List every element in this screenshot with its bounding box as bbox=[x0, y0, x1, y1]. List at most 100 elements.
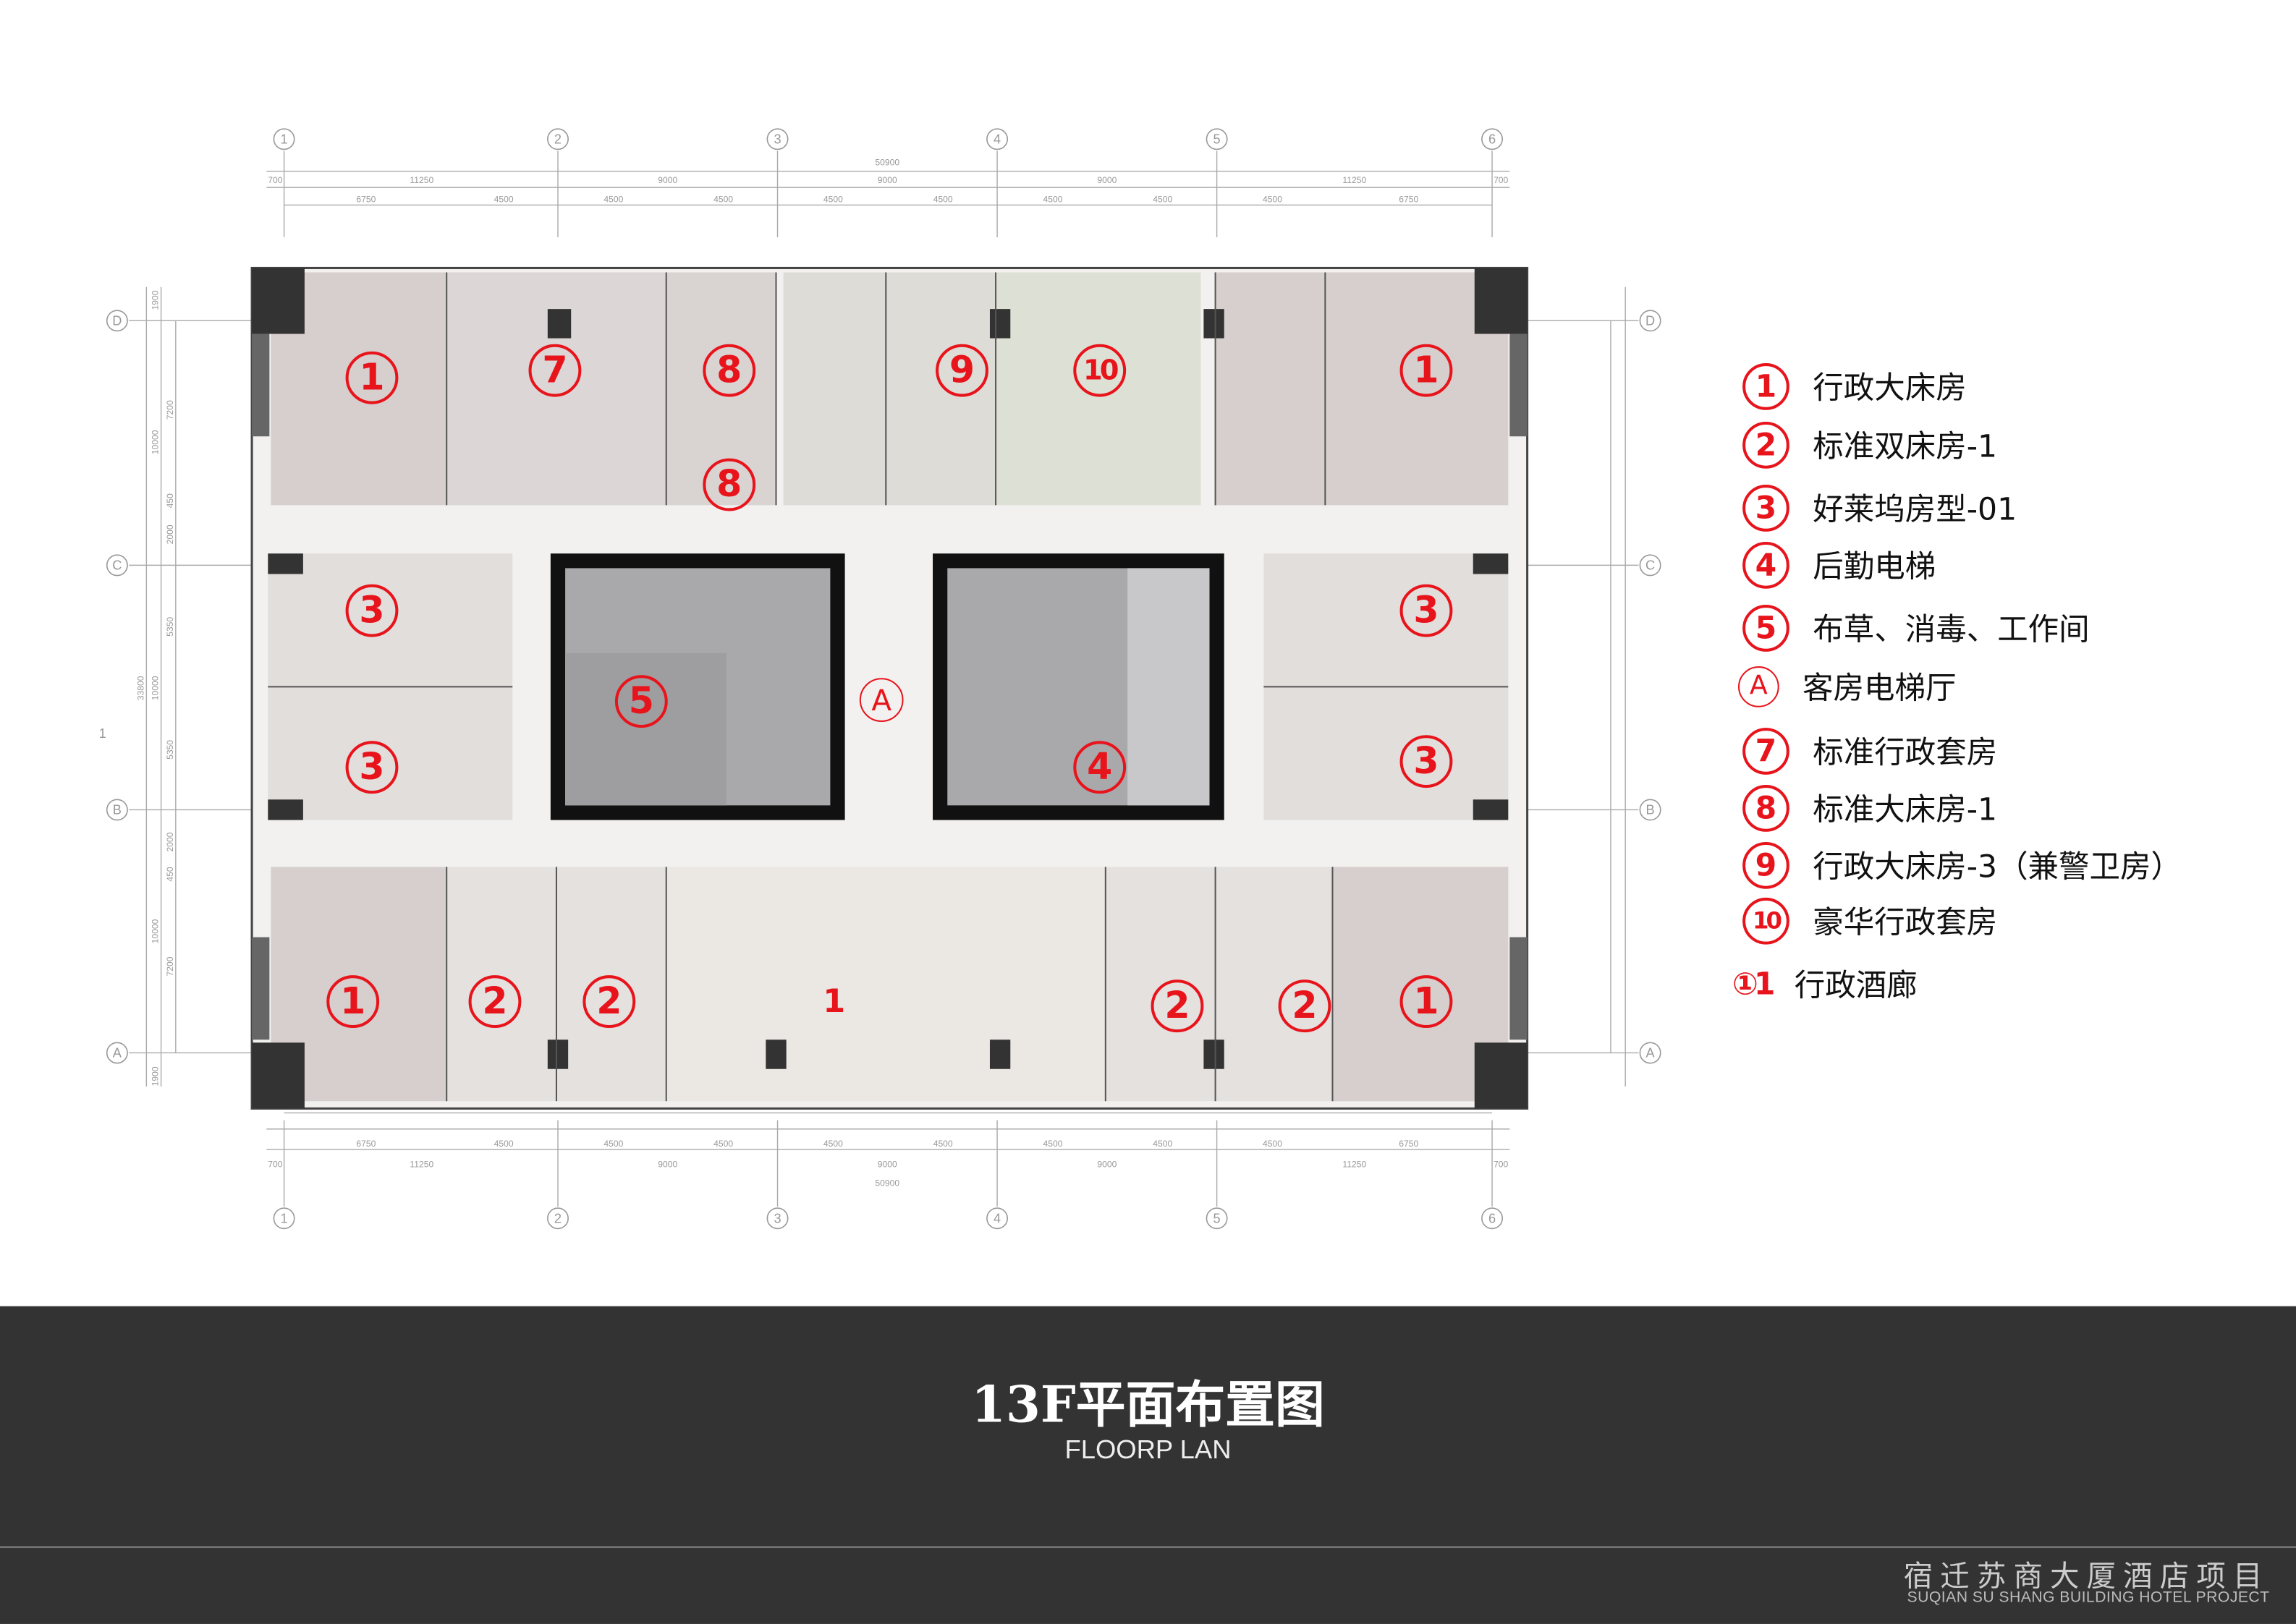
grid-label: 2 bbox=[554, 132, 562, 146]
dim: 700 bbox=[1494, 1159, 1508, 1169]
project-name-en: SUQIAN SU SHANG BUILDING HOTEL PROJECT bbox=[1907, 1589, 2270, 1607]
room-marker-a: A bbox=[859, 678, 904, 722]
dim: 700 bbox=[268, 175, 282, 185]
legend-mark: 4 bbox=[1742, 541, 1789, 589]
room-marker-2: 2 bbox=[1151, 979, 1204, 1033]
dim: 9000 bbox=[658, 1159, 677, 1169]
grid-label: 5 bbox=[1213, 1211, 1221, 1225]
building-outline bbox=[250, 266, 1529, 1110]
legend-item: ①1 行政酒廊 bbox=[1732, 962, 1918, 1006]
dim: 4500 bbox=[933, 1139, 953, 1149]
dim: 700 bbox=[1494, 175, 1508, 185]
room-marker-1: 1 bbox=[1399, 975, 1453, 1029]
dim: 7200 bbox=[165, 400, 175, 420]
dim: 1900 bbox=[151, 290, 161, 310]
dim: 6750 bbox=[356, 194, 376, 204]
room-marker-8: 8 bbox=[703, 344, 756, 397]
room-marker-3: 3 bbox=[345, 741, 399, 794]
grid-labels: 1 2 3 4 5 6 1 2 3 4 5 6 D C B A D C B A … bbox=[99, 132, 1656, 1225]
dim: 5350 bbox=[165, 617, 175, 637]
dim: 9000 bbox=[1097, 1159, 1117, 1169]
drawing-title: 13F平面布置图 bbox=[971, 1376, 1325, 1435]
room-marker-1: 1 bbox=[1399, 344, 1453, 397]
dim: 700 bbox=[268, 1159, 282, 1169]
legend-label: 客房电梯厅 bbox=[1803, 671, 1957, 706]
dim: 33800 bbox=[135, 676, 145, 700]
dim: 4500 bbox=[494, 1139, 514, 1149]
dim: 4500 bbox=[1153, 194, 1172, 204]
lounge-marker: 1 bbox=[823, 984, 846, 1021]
dim: 11250 bbox=[410, 175, 433, 185]
legend-label: 布草、消毒、工作间 bbox=[1813, 612, 2090, 647]
dim: 6750 bbox=[1399, 1139, 1418, 1149]
dim: 6750 bbox=[1399, 194, 1418, 204]
room-marker-1: 1 bbox=[326, 975, 380, 1029]
dim: 10000 bbox=[151, 676, 161, 700]
dim-overall: 50900 bbox=[875, 1178, 899, 1189]
legend-mark: 9 bbox=[1742, 841, 1789, 889]
dim: 11250 bbox=[1342, 1159, 1366, 1169]
room-marker-10: 10 bbox=[1073, 344, 1127, 397]
legend-label: 标准大床房-1 bbox=[1813, 792, 1998, 828]
dim: 9000 bbox=[878, 1159, 897, 1169]
room-marker-1: 1 bbox=[345, 351, 399, 404]
grid-label: D bbox=[1645, 313, 1655, 328]
grid-label: B bbox=[113, 803, 122, 817]
legend-label: 标准行政套房 bbox=[1813, 735, 1998, 770]
legend-label: 豪华行政套房 bbox=[1813, 905, 1998, 940]
dim: 9000 bbox=[658, 175, 677, 185]
legend-mark: 8 bbox=[1742, 785, 1789, 832]
dim: 4500 bbox=[603, 194, 623, 204]
legend-label: 标准双床房-1 bbox=[1813, 429, 1998, 464]
dim: 4500 bbox=[1263, 194, 1282, 204]
grid-label: 6 bbox=[1488, 1211, 1496, 1225]
grid-label: A bbox=[113, 1046, 122, 1060]
grid-label: 1 bbox=[281, 1211, 288, 1225]
room-marker-3: 3 bbox=[1399, 584, 1453, 637]
grid-label: C bbox=[1645, 558, 1655, 572]
legend-mark: 3 bbox=[1742, 485, 1789, 532]
title-band: 13F平面布置图 FLOORP LAN 宿迁苏商大厦酒店项目 SUQIAN SU… bbox=[0, 1306, 2296, 1624]
dim: 4500 bbox=[823, 1139, 843, 1149]
room-marker-5: 5 bbox=[614, 675, 668, 728]
grid-label: D bbox=[112, 313, 122, 328]
grid-label: 4 bbox=[994, 132, 1001, 146]
legend-mark: 7 bbox=[1742, 728, 1789, 775]
dim: 2000 bbox=[165, 524, 175, 544]
dim: 450 bbox=[165, 493, 175, 508]
dim: 6750 bbox=[356, 1139, 376, 1149]
dim: 10000 bbox=[151, 919, 161, 943]
dim: 4500 bbox=[713, 1139, 733, 1149]
top-dimension-lines bbox=[129, 150, 1639, 1207]
legend-mark: 5 bbox=[1742, 605, 1789, 652]
legend-mark: ①1 bbox=[1732, 966, 1776, 1002]
dim: 9000 bbox=[1097, 175, 1117, 185]
legend-mark: 1 bbox=[1742, 363, 1789, 410]
room-marker-3: 3 bbox=[345, 584, 399, 637]
side-mark: 1 bbox=[99, 726, 106, 741]
dim: 4500 bbox=[933, 194, 953, 204]
dim: 7200 bbox=[165, 956, 175, 976]
room-marker-2: 2 bbox=[1278, 979, 1331, 1033]
divider bbox=[0, 1546, 2296, 1548]
dim: 4500 bbox=[1043, 194, 1062, 204]
room-marker-2: 2 bbox=[468, 975, 522, 1029]
room-marker-9: 9 bbox=[936, 344, 988, 397]
legend-item: 8 标准大床房-1 bbox=[1742, 785, 1997, 832]
grid-label: 3 bbox=[774, 1211, 781, 1225]
legend-label: 好莱坞房型-01 bbox=[1813, 492, 2017, 527]
dim: 4500 bbox=[1263, 1139, 1282, 1149]
legend-label: 行政酒廊 bbox=[1794, 968, 1918, 1003]
dim: 4500 bbox=[823, 194, 843, 204]
dim: 5350 bbox=[165, 740, 175, 760]
dim: 4500 bbox=[603, 1139, 623, 1149]
legend-label: 行政大床房-3（兼警卫房） bbox=[1813, 849, 2182, 885]
room-marker-2: 2 bbox=[583, 975, 636, 1029]
dim: 4500 bbox=[494, 194, 514, 204]
